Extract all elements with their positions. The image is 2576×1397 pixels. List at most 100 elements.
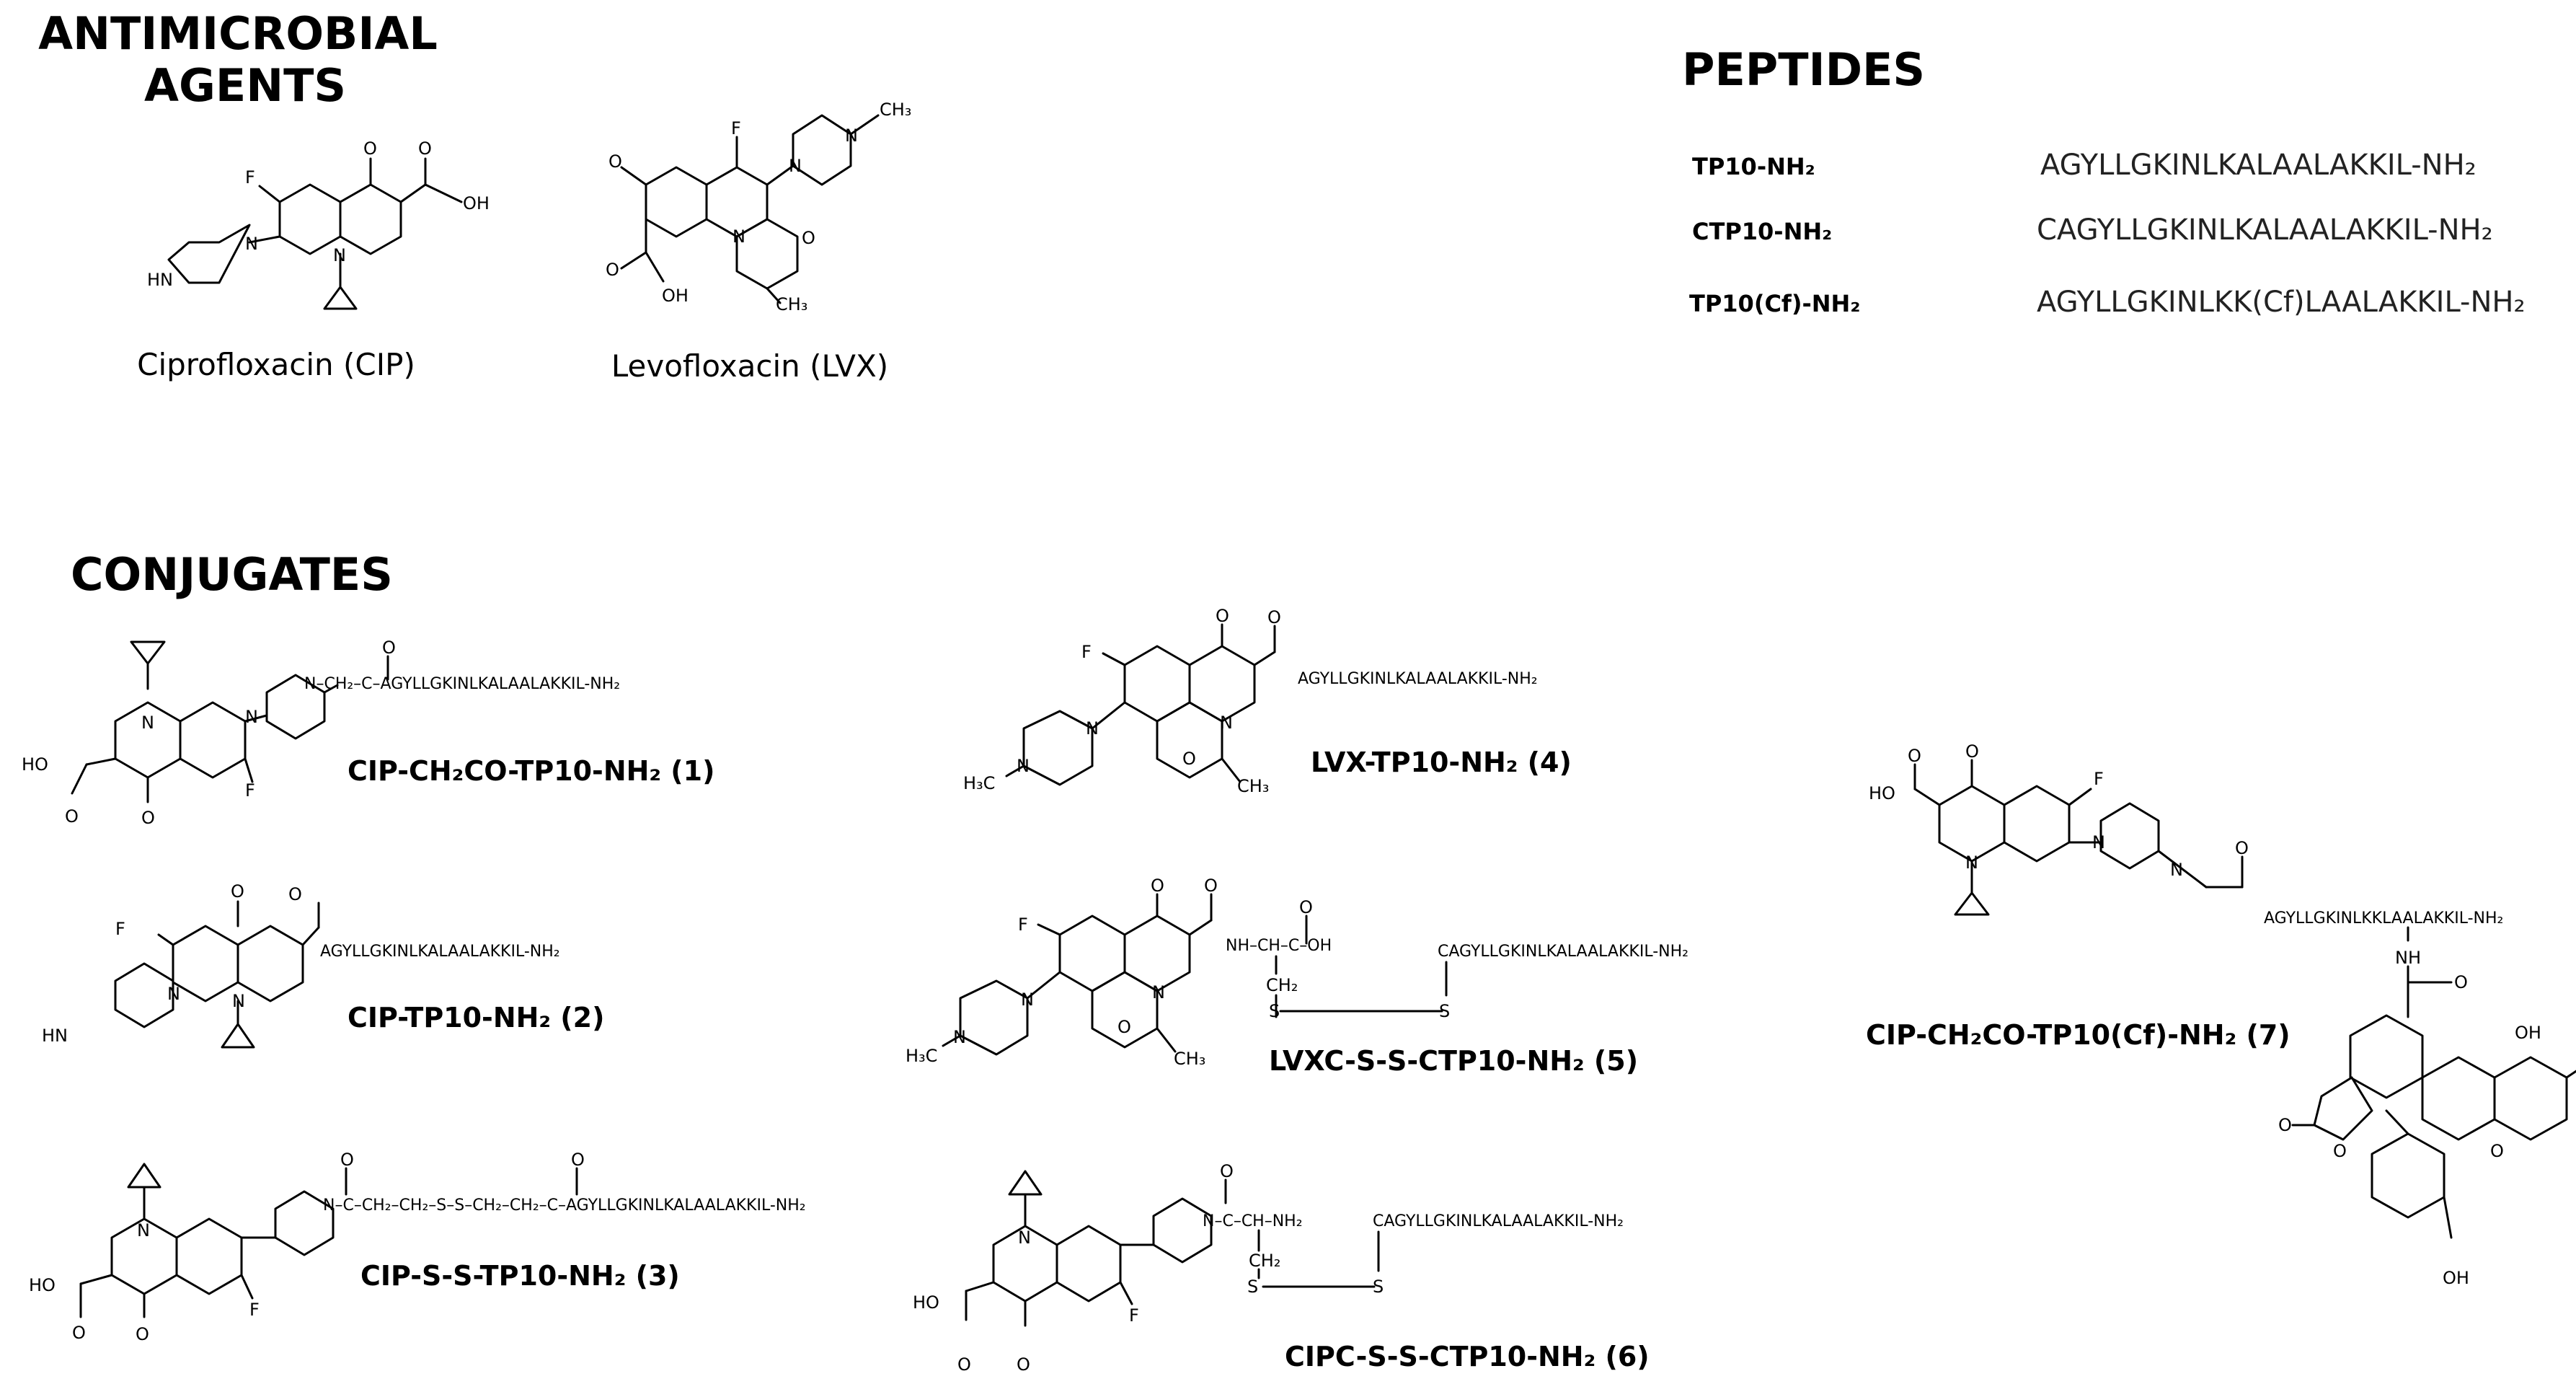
agent-name: Ciprofloxacin (CIP) (137, 347, 415, 382)
oxygen-atom: O (2235, 838, 2249, 858)
peptide-chain: AGYLLGKINLKALAALAKKIL-NH₂ (320, 943, 560, 961)
nitrogen-atom: N (232, 991, 245, 1011)
conjugate-7-structure: HO O O F N N N O AGYLLGKINLKKLAALAKKIL-N… (1869, 741, 2576, 1288)
oxygen-atom: O (65, 806, 79, 827)
peptide-sequence: CAGYLLGKINLKALAALAKKIL-NH₂ (2037, 213, 2493, 247)
fluorine-atom: F (1018, 915, 1028, 935)
oxygen-atom: O (2278, 1115, 2292, 1135)
methyl-group: CH₃ (1174, 1049, 1205, 1069)
heading-antimicrobial: ANTIMICROBIAL (38, 7, 438, 60)
oxygen-atom: O (141, 808, 155, 828)
peptide-label: CTP10-NH₂ (1692, 218, 1832, 245)
nitrogen-atom: N (2170, 860, 2183, 880)
methylene-group: CH₂ (1266, 975, 1298, 995)
nitrogen-atom: N (1017, 756, 1030, 776)
methyl-group: H₃C (963, 773, 995, 793)
amine-group: HN (147, 270, 173, 290)
conjugate-3-structure: HO O O F N O O N–C–CH₂–CH₂–S–S–CH₂–CH₂–C… (29, 1150, 806, 1344)
peptide-label: TP10-NH₂ (1692, 153, 1815, 180)
fluorine-atom: F (249, 1300, 260, 1320)
oxygen-atom: O (1965, 741, 1979, 762)
oxygen-atom: O (802, 228, 815, 248)
nitrogen-atom: N (1021, 990, 1034, 1010)
nitrogen-atom: N (245, 707, 258, 727)
methyl-group: CH₃ (1237, 776, 1269, 796)
sulfur-atom: S (1247, 1277, 1258, 1297)
conjugate-label: CIP-CH₂CO-TP10-NH₂ (1) (348, 755, 714, 787)
heading-conjugates: CONJUGATES (71, 548, 393, 601)
sulfur-atom: S (1373, 1277, 1384, 1297)
nitrogen-atom: N (1152, 982, 1165, 1002)
peptide-chain: CAGYLLGKINLKALAALAKKIL-NH₂ (1438, 943, 1688, 961)
fluorine-atom: F (245, 167, 255, 188)
sulfur-atom: S (1439, 1001, 1450, 1021)
oxygen-atom: O (418, 138, 432, 159)
fluorine-atom: F (2094, 769, 2104, 789)
amide-nh: NH (2395, 948, 2421, 968)
peptide-sequence: AGYLLGKINLKK(Cf)LAALAKKIL-NH₂ (2037, 286, 2526, 319)
side-chain: NH–CH–C–OH (1226, 937, 1332, 955)
nitrogen-atom: N (1086, 718, 1099, 739)
oxygen-atom: O (2454, 972, 2468, 992)
oxygen-atom: O (1204, 876, 1218, 896)
nitrogen-atom: N (845, 125, 858, 146)
peptide-list: TP10-NH₂ AGYLLGKINLKALAALAKKIL-NH₂ CTP10… (1689, 149, 2526, 319)
conjugate-2-structure: F O O N N HN AGYLLGKINLKALAALAKKIL-NH₂ (42, 881, 560, 1049)
peptide-chain: AGYLLGKINLKKLAALAKKIL-NH₂ (2264, 909, 2503, 927)
hydroxyl-group: OH (662, 286, 689, 306)
nitrogen-atom: N (167, 984, 180, 1004)
oxygen-atom: O (1908, 746, 1921, 766)
hydroxyl-group: OH (2515, 1023, 2541, 1043)
nitrogen-atom: N (953, 1027, 966, 1047)
conjugate-label: LVX-TP10-NH₂ (4) (1311, 746, 1572, 778)
ciprofloxacin-structure: F O O OH N N HN (147, 138, 490, 310)
oxygen-atom: O (340, 1150, 354, 1170)
hydroxyl-group: HO (1869, 783, 1895, 803)
nitrogen-atom: N (732, 226, 745, 247)
heading-agents: AGENTS (144, 59, 346, 112)
methyl-group: CH₃ (776, 294, 807, 314)
oxygen-atom: O (608, 151, 622, 172)
oxygen-atom: O (2490, 1141, 2504, 1161)
heading-peptides: PEPTIDES (1682, 43, 1925, 96)
nitrogen-atom: N (137, 1220, 150, 1240)
levofloxacin-structure: F N N CH₃ O N O O OH CH₃ (606, 100, 911, 314)
fluorine-atom: F (731, 118, 741, 138)
peptide-label: TP10(Cf)-NH₂ (1689, 290, 1860, 317)
conjugate-label: CIP-TP10-NH₂ (2) (348, 1002, 604, 1034)
conjugate-label: CIPC-S-S-CTP10-NH₂ (6) (1285, 1341, 1650, 1372)
nitrogen-atom: N (245, 234, 258, 254)
peptide-chain: CAGYLLGKINLKALAALAKKIL-NH₂ (1373, 1212, 1624, 1230)
oxygen-atom: O (1299, 897, 1313, 917)
hydroxyl-group: HO (22, 754, 48, 775)
oxygen-atom: O (1216, 606, 1229, 626)
oxygen-atom: O (1151, 876, 1164, 896)
fluorine-atom: F (115, 919, 125, 939)
oxygen-atom: O (1017, 1354, 1030, 1375)
agent-name: Levofloxacin (LVX) (611, 348, 888, 384)
peptide-chain: N–CH₂–C–AGYLLGKINLKALAALAKKIL-NH₂ (304, 675, 620, 693)
methyl-group: CH₃ (880, 100, 911, 120)
oxygen-atom: O (1182, 749, 1196, 769)
sulfur-atom: S (1269, 1001, 1280, 1021)
nitrogen-atom: N (1965, 852, 1978, 873)
hydroxyl-group: HO (913, 1292, 939, 1313)
conjugate-label: LVXC-S-S-CTP10-NH₂ (5) (1269, 1045, 1638, 1077)
nitrogen-atom: N (141, 713, 154, 733)
peptide-chain: N–C–CH₂–CH₂–S–S–CH₂–CH₂–C–AGYLLGKINLKALA… (323, 1197, 806, 1215)
nitrogen-atom: N (1220, 713, 1233, 733)
oxygen-atom: O (571, 1150, 585, 1170)
oxygen-atom: O (288, 884, 302, 904)
oxygen-atom: O (1220, 1161, 1234, 1181)
oxygen-atom: O (382, 638, 396, 658)
oxygen-atom: O (1267, 607, 1281, 627)
oxygen-atom: O (72, 1323, 86, 1343)
hydroxyl-group: OH (463, 193, 490, 213)
hydroxyl-group: HO (29, 1275, 56, 1295)
oxygen-atom: O (136, 1324, 149, 1344)
conjugate-label: CIP-CH₂CO-TP10(Cf)-NH₂ (7) (1866, 1019, 2290, 1051)
oxygen-atom: O (363, 138, 377, 159)
nitrogen-atom: N (333, 245, 346, 265)
oxygen-atom: O (1117, 1017, 1131, 1037)
